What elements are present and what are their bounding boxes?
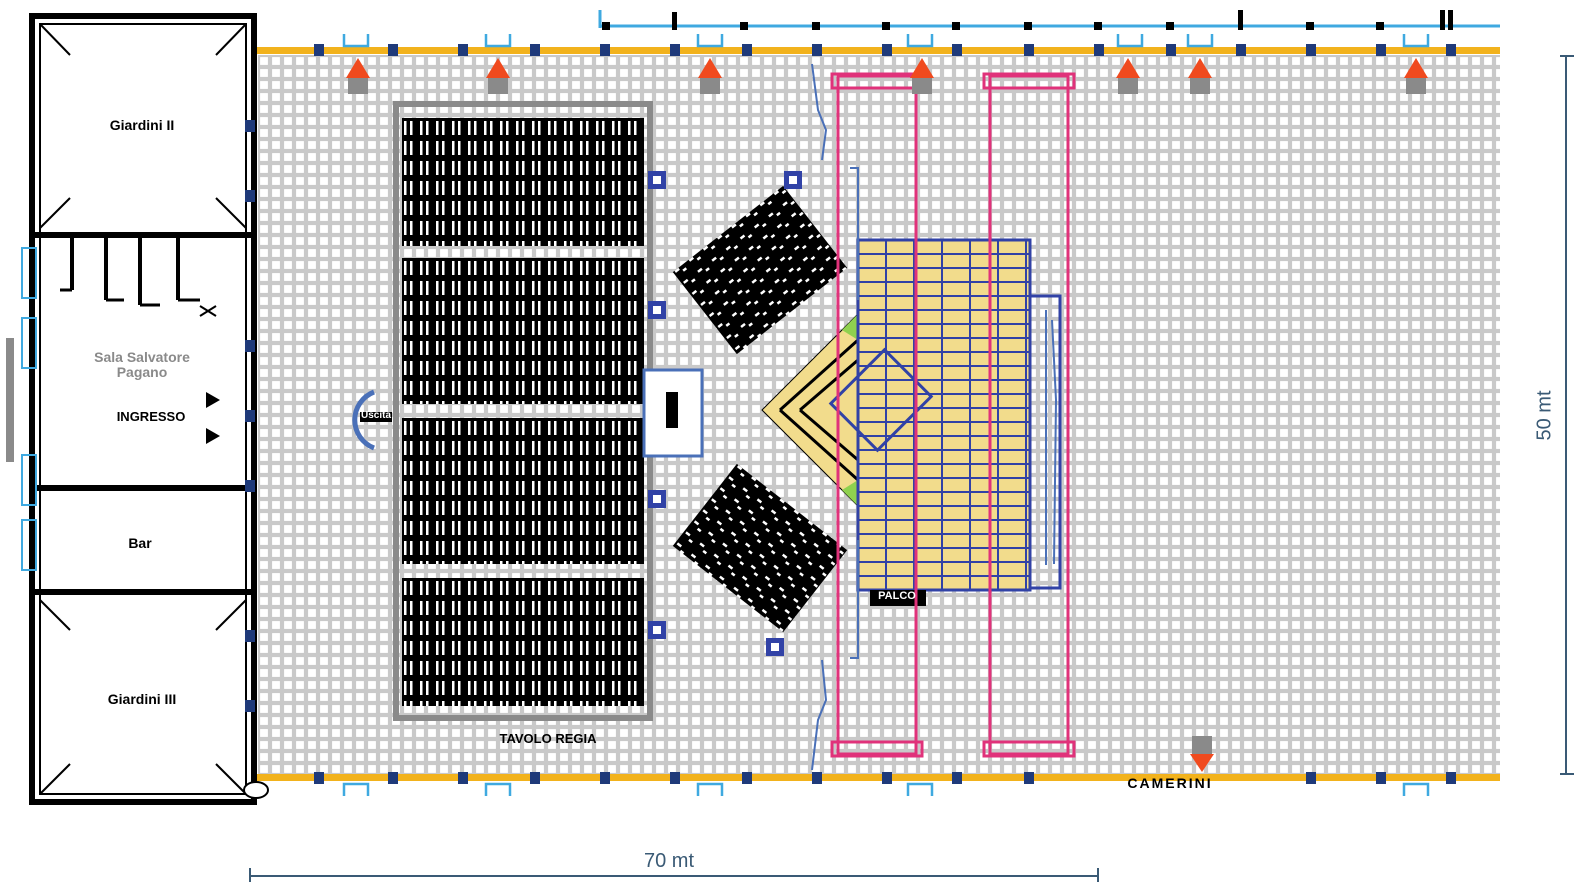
rail-ticks	[602, 10, 1453, 30]
annex-doors	[21, 247, 37, 571]
stage-risers	[828, 294, 1062, 590]
left-annex	[29, 13, 257, 805]
room-label-bottom-left: Giardini III	[107, 691, 177, 707]
angled-seating-bottom	[672, 463, 848, 633]
stage-label-box	[870, 590, 926, 606]
light-fixture-icon	[342, 34, 1430, 796]
wall-top	[250, 47, 1500, 54]
annex-side-bar	[6, 338, 14, 462]
dimension-height-label: 50 mt	[1533, 390, 1556, 441]
seating-label: TAVOLO REGIA	[499, 731, 597, 746]
door-icon	[352, 389, 376, 451]
dimension-width-label: 70 mt	[644, 850, 695, 872]
room-label-hall: Sala Salvatore Pagano	[94, 349, 190, 381]
seating-section-3	[402, 418, 644, 564]
door-label-left: Uscita	[360, 410, 391, 421]
wall-bottom	[250, 774, 1500, 781]
corner-marker	[243, 781, 269, 799]
truss-frames	[830, 72, 1076, 758]
wall-posts	[245, 44, 1456, 784]
main-stage	[856, 238, 1032, 592]
entrance-arrows	[206, 392, 220, 444]
room-label-top-left: Giardini II	[109, 117, 175, 133]
room-label-entrance: INGRESSO	[116, 409, 186, 424]
stage-label: PALCO	[878, 590, 916, 602]
speaker-icon	[346, 58, 1428, 772]
room-label-box: Bar	[128, 535, 152, 551]
curtain-lines	[811, 63, 1058, 771]
seating-section-4	[402, 578, 644, 706]
seating-section-1	[402, 118, 644, 246]
seating-section-2	[402, 258, 644, 404]
angled-seating-top	[672, 185, 848, 355]
wall-label-bottom: CAMERINI	[1127, 775, 1213, 791]
